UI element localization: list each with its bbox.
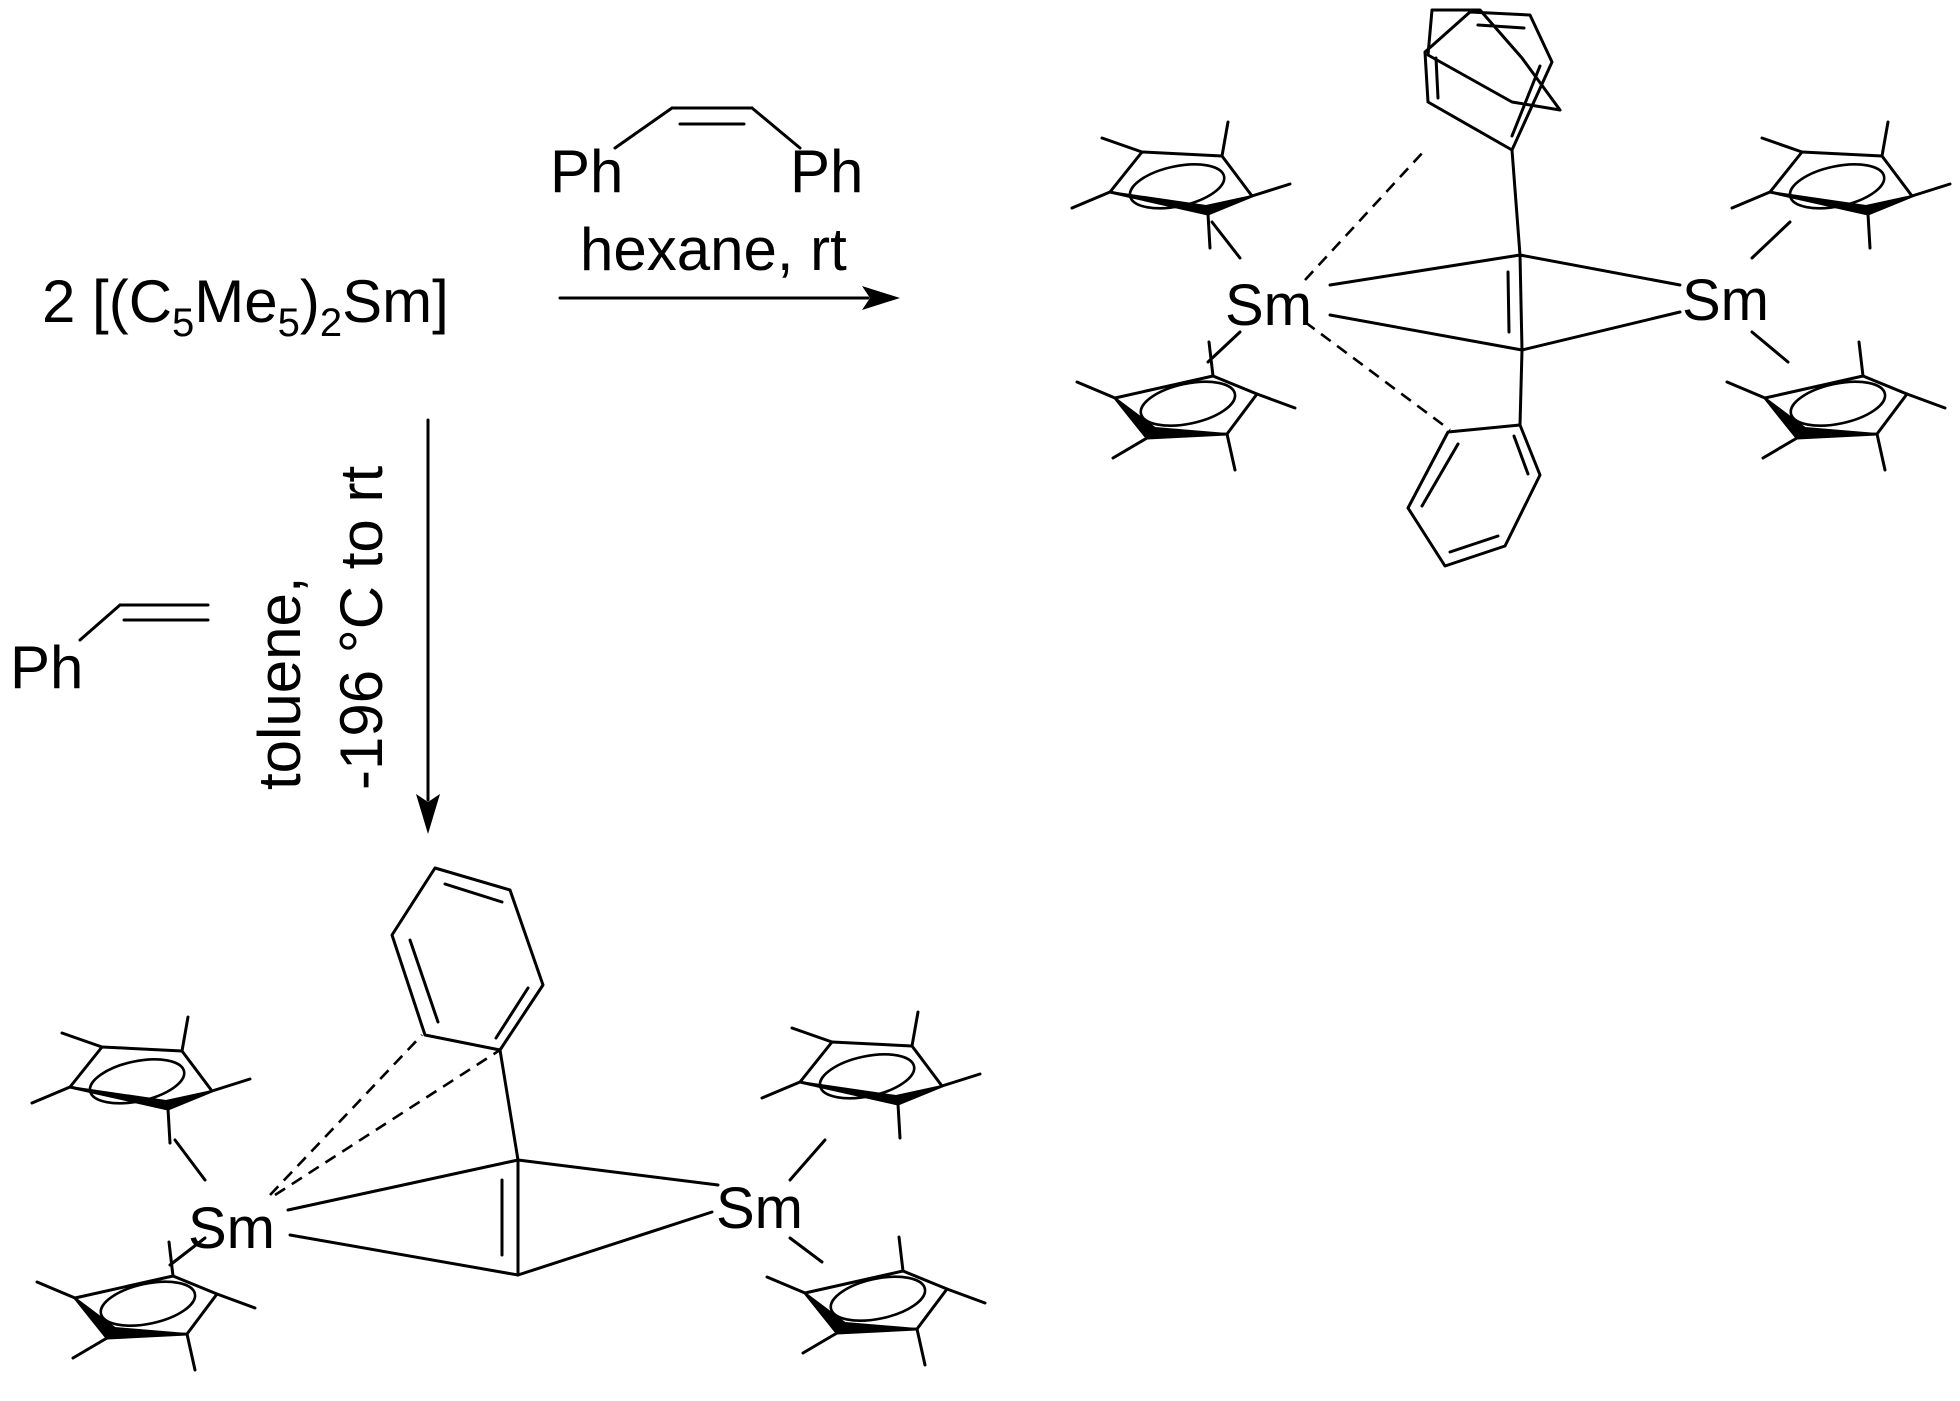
bottom-sm-right: Sm: [716, 1176, 803, 1241]
vertical-arrow: [416, 418, 440, 834]
styrene-ph: Ph: [10, 634, 83, 701]
horizontal-arrow: [558, 286, 900, 310]
stilbene-ph-right: Ph: [790, 138, 863, 205]
condition-horizontal: hexane, rt: [580, 216, 847, 283]
top-sm-left: Sm: [1225, 273, 1312, 338]
stilbene-ph-left: Ph: [550, 138, 623, 205]
reactant-formula: 2 [(C5Me5)2Sm]: [42, 268, 449, 345]
svg-text:2 [(C5Me5)2Sm]: 2 [(C5Me5)2Sm]: [42, 268, 449, 345]
cis-stilbene-reagent: Ph Ph: [550, 106, 863, 205]
top-sm-right: Sm: [1682, 268, 1769, 333]
product-bottom: Sm Sm: [30, 866, 987, 1372]
condition-vertical-2: -196 °C to rt: [328, 466, 395, 790]
condition-vertical-1: toluene,: [246, 576, 313, 790]
product-top: Sm Sm: [1070, 8, 1952, 568]
styrene-reagent: Ph: [10, 603, 210, 701]
bottom-sm-left: Sm: [188, 1196, 275, 1261]
